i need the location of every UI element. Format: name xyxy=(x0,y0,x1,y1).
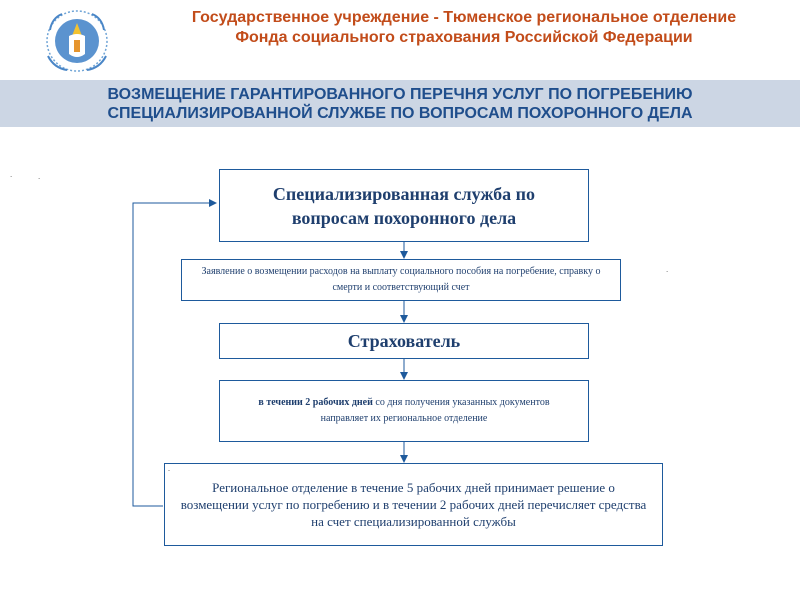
return-arrow-box5-box1 xyxy=(132,199,217,507)
decorative-dot: . xyxy=(168,464,170,473)
title-banner: ВОЗМЕЩЕНИЕ ГАРАНТИРОВАННОГО ПЕРЕЧНЯ УСЛУ… xyxy=(0,80,800,127)
page-title: ВОЗМЕЩЕНИЕ ГАРАНТИРОВАННОГО ПЕРЕЧНЯ УСЛУ… xyxy=(0,85,800,123)
decorative-dot: . xyxy=(38,172,41,181)
submission-deadline-text: в течении 2 рабочих дней со дня получени… xyxy=(239,395,569,427)
organization-title-line1: Государственное учреждение - Тюменское р… xyxy=(191,9,737,26)
fss-logo-icon xyxy=(46,10,108,72)
header: Государственное учреждение - Тюменское р… xyxy=(0,0,800,78)
specialized-service-text: Специализированная служба по вопросам по… xyxy=(272,183,536,228)
specialized-service-box: Специализированная служба по вопросам по… xyxy=(219,169,589,242)
policyholder-box: Страхователь xyxy=(219,323,589,359)
organization-title: Государственное учреждение - Тюменское р… xyxy=(128,8,800,48)
decorative-dot: . xyxy=(10,170,13,179)
page-title-line2: СПЕЦИАЛИЗИРОВАННОЙ СЛУЖБЕ ПО ВОПРОСАМ ПО… xyxy=(107,105,693,122)
organization-title-line2: Фонда социального страхования Российской… xyxy=(235,29,693,46)
regional-office-decision-text: Региональное отделение в течение 5 рабоч… xyxy=(180,480,647,529)
policyholder-text: Страхователь xyxy=(347,330,461,351)
application-documents-text: Заявление о возмещении расходов на выпла… xyxy=(201,266,601,293)
submission-deadline-rest: со дня получения указанных документов на… xyxy=(320,397,550,424)
submission-deadline-bold: в течении 2 рабочих дней xyxy=(258,397,373,408)
application-documents-box: Заявление о возмещении расходов на выпла… xyxy=(181,259,621,301)
page-title-line1: ВОЗМЕЩЕНИЕ ГАРАНТИРОВАННОГО ПЕРЕЧНЯ УСЛУ… xyxy=(107,86,693,103)
decorative-dot: . xyxy=(666,265,669,274)
submission-deadline-box: в течении 2 рабочих дней со дня получени… xyxy=(219,380,589,442)
regional-office-decision-box: . Региональное отделение в течение 5 раб… xyxy=(164,463,663,546)
